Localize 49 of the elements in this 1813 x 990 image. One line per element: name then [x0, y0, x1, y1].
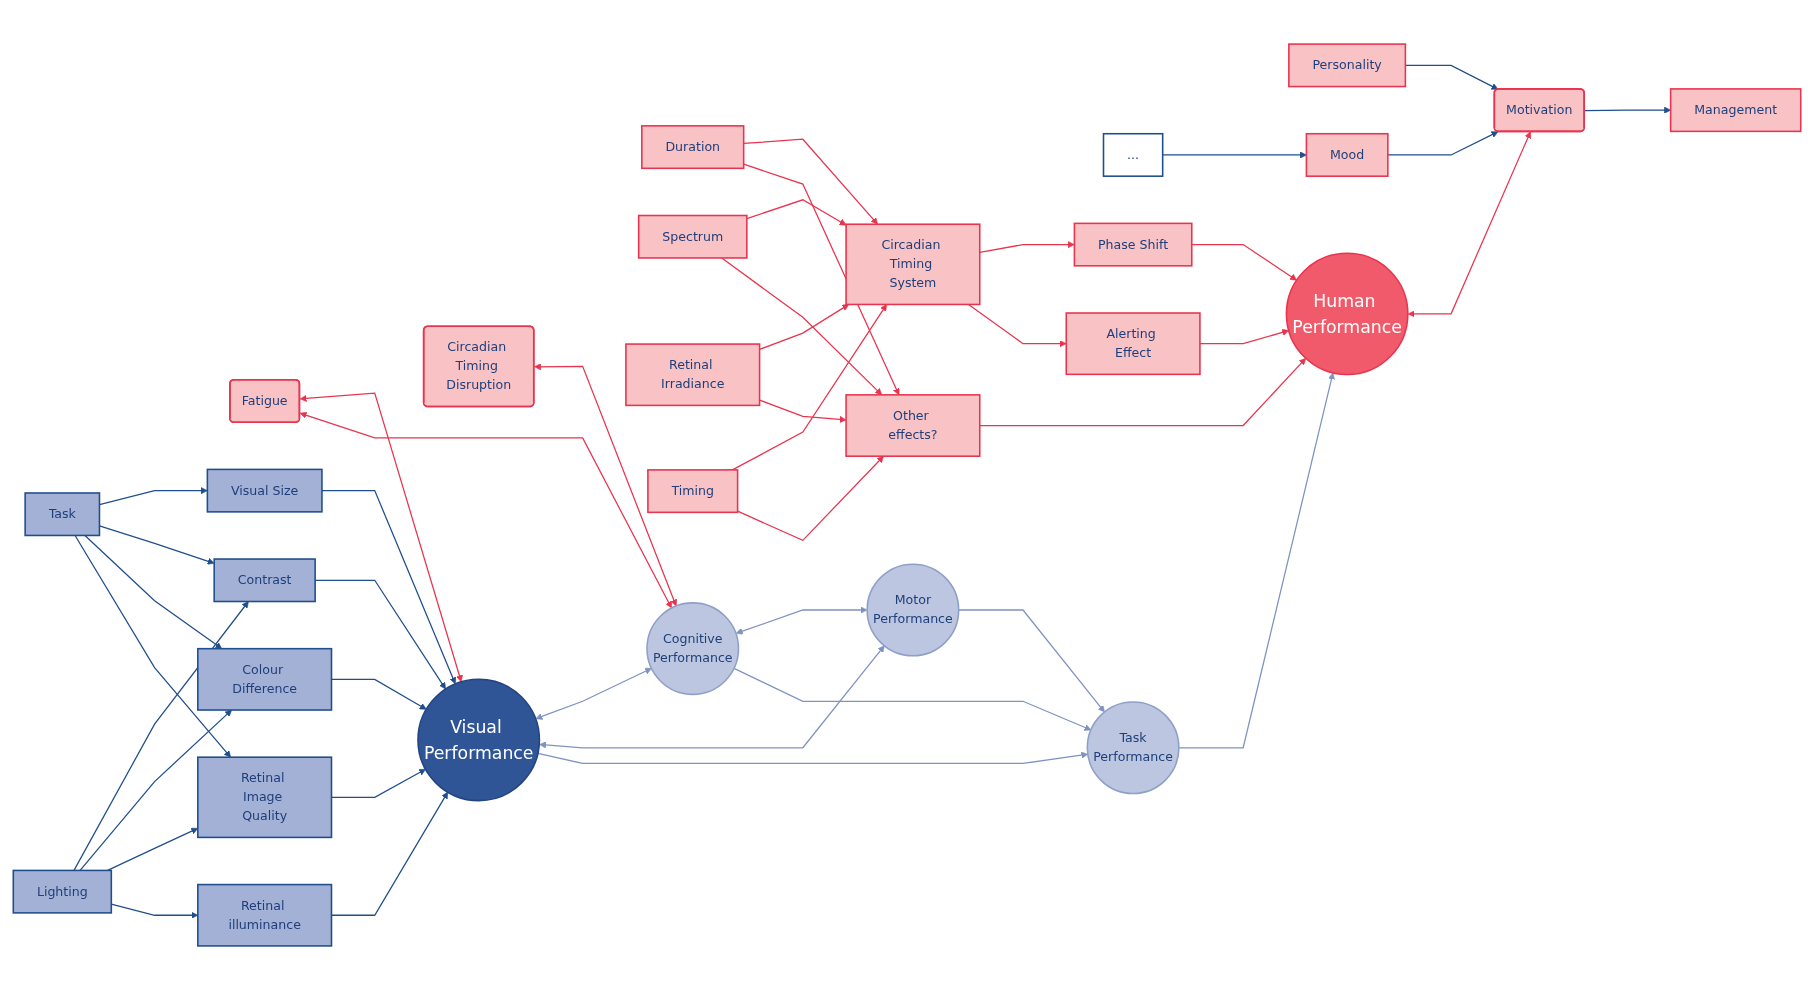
arrow: [330, 768, 426, 798]
arrow: [533, 363, 677, 607]
node-box: Phase Shift: [1073, 222, 1193, 267]
node-circle: Human Performance: [1285, 252, 1409, 376]
node-box: Duration: [640, 125, 744, 170]
node-box: Colour Difference: [196, 647, 332, 711]
node-box: Other effects?: [844, 394, 981, 457]
node-circle: Motor Performance: [865, 563, 959, 657]
arrow: [735, 606, 867, 635]
arrow: [73, 534, 231, 758]
node-box: Timing: [646, 469, 738, 514]
arrow: [110, 903, 198, 919]
arrow: [536, 751, 1088, 765]
arrow: [535, 667, 652, 720]
node-box: Mood: [1305, 132, 1389, 177]
arrow: [83, 534, 222, 649]
arrow: [299, 411, 672, 609]
arrow: [106, 827, 198, 872]
arrow: [1583, 106, 1671, 114]
arrow: [720, 257, 882, 396]
arrow: [1404, 64, 1498, 90]
node-box: Spectrum: [637, 214, 748, 259]
node-circle: Task Performance: [1086, 701, 1180, 795]
arrow: [732, 667, 1091, 731]
arrow: [538, 645, 885, 749]
arrow: [98, 525, 214, 565]
node-box: Retinal Irradiance: [624, 343, 760, 407]
node-box: Personality: [1287, 43, 1406, 88]
node-box: Task: [23, 492, 100, 537]
arrow: [731, 304, 887, 471]
node-box: Alerting Effect: [1064, 312, 1201, 376]
arrow: [299, 392, 463, 683]
arrow: [72, 601, 249, 872]
node-box: Retinal illuminance: [196, 883, 332, 947]
node-box: Lighting: [12, 869, 112, 914]
node-box: Circadian Timing System: [844, 223, 981, 306]
arrow: [330, 678, 427, 710]
node-box: Contrast: [212, 558, 316, 603]
arrow: [314, 579, 446, 690]
node-box: Retinal Image Quality: [196, 756, 332, 839]
node-box: Management: [1669, 88, 1801, 133]
arrow: [736, 455, 884, 542]
arrow: [78, 709, 232, 872]
node-circle: Cognitive Performance: [645, 602, 739, 696]
node-circle: Visual Performance: [416, 678, 540, 802]
arrow: [330, 791, 448, 916]
node-box: ...: [1102, 132, 1163, 177]
node-box: Visual Size: [206, 468, 323, 513]
arrow: [1407, 131, 1531, 318]
